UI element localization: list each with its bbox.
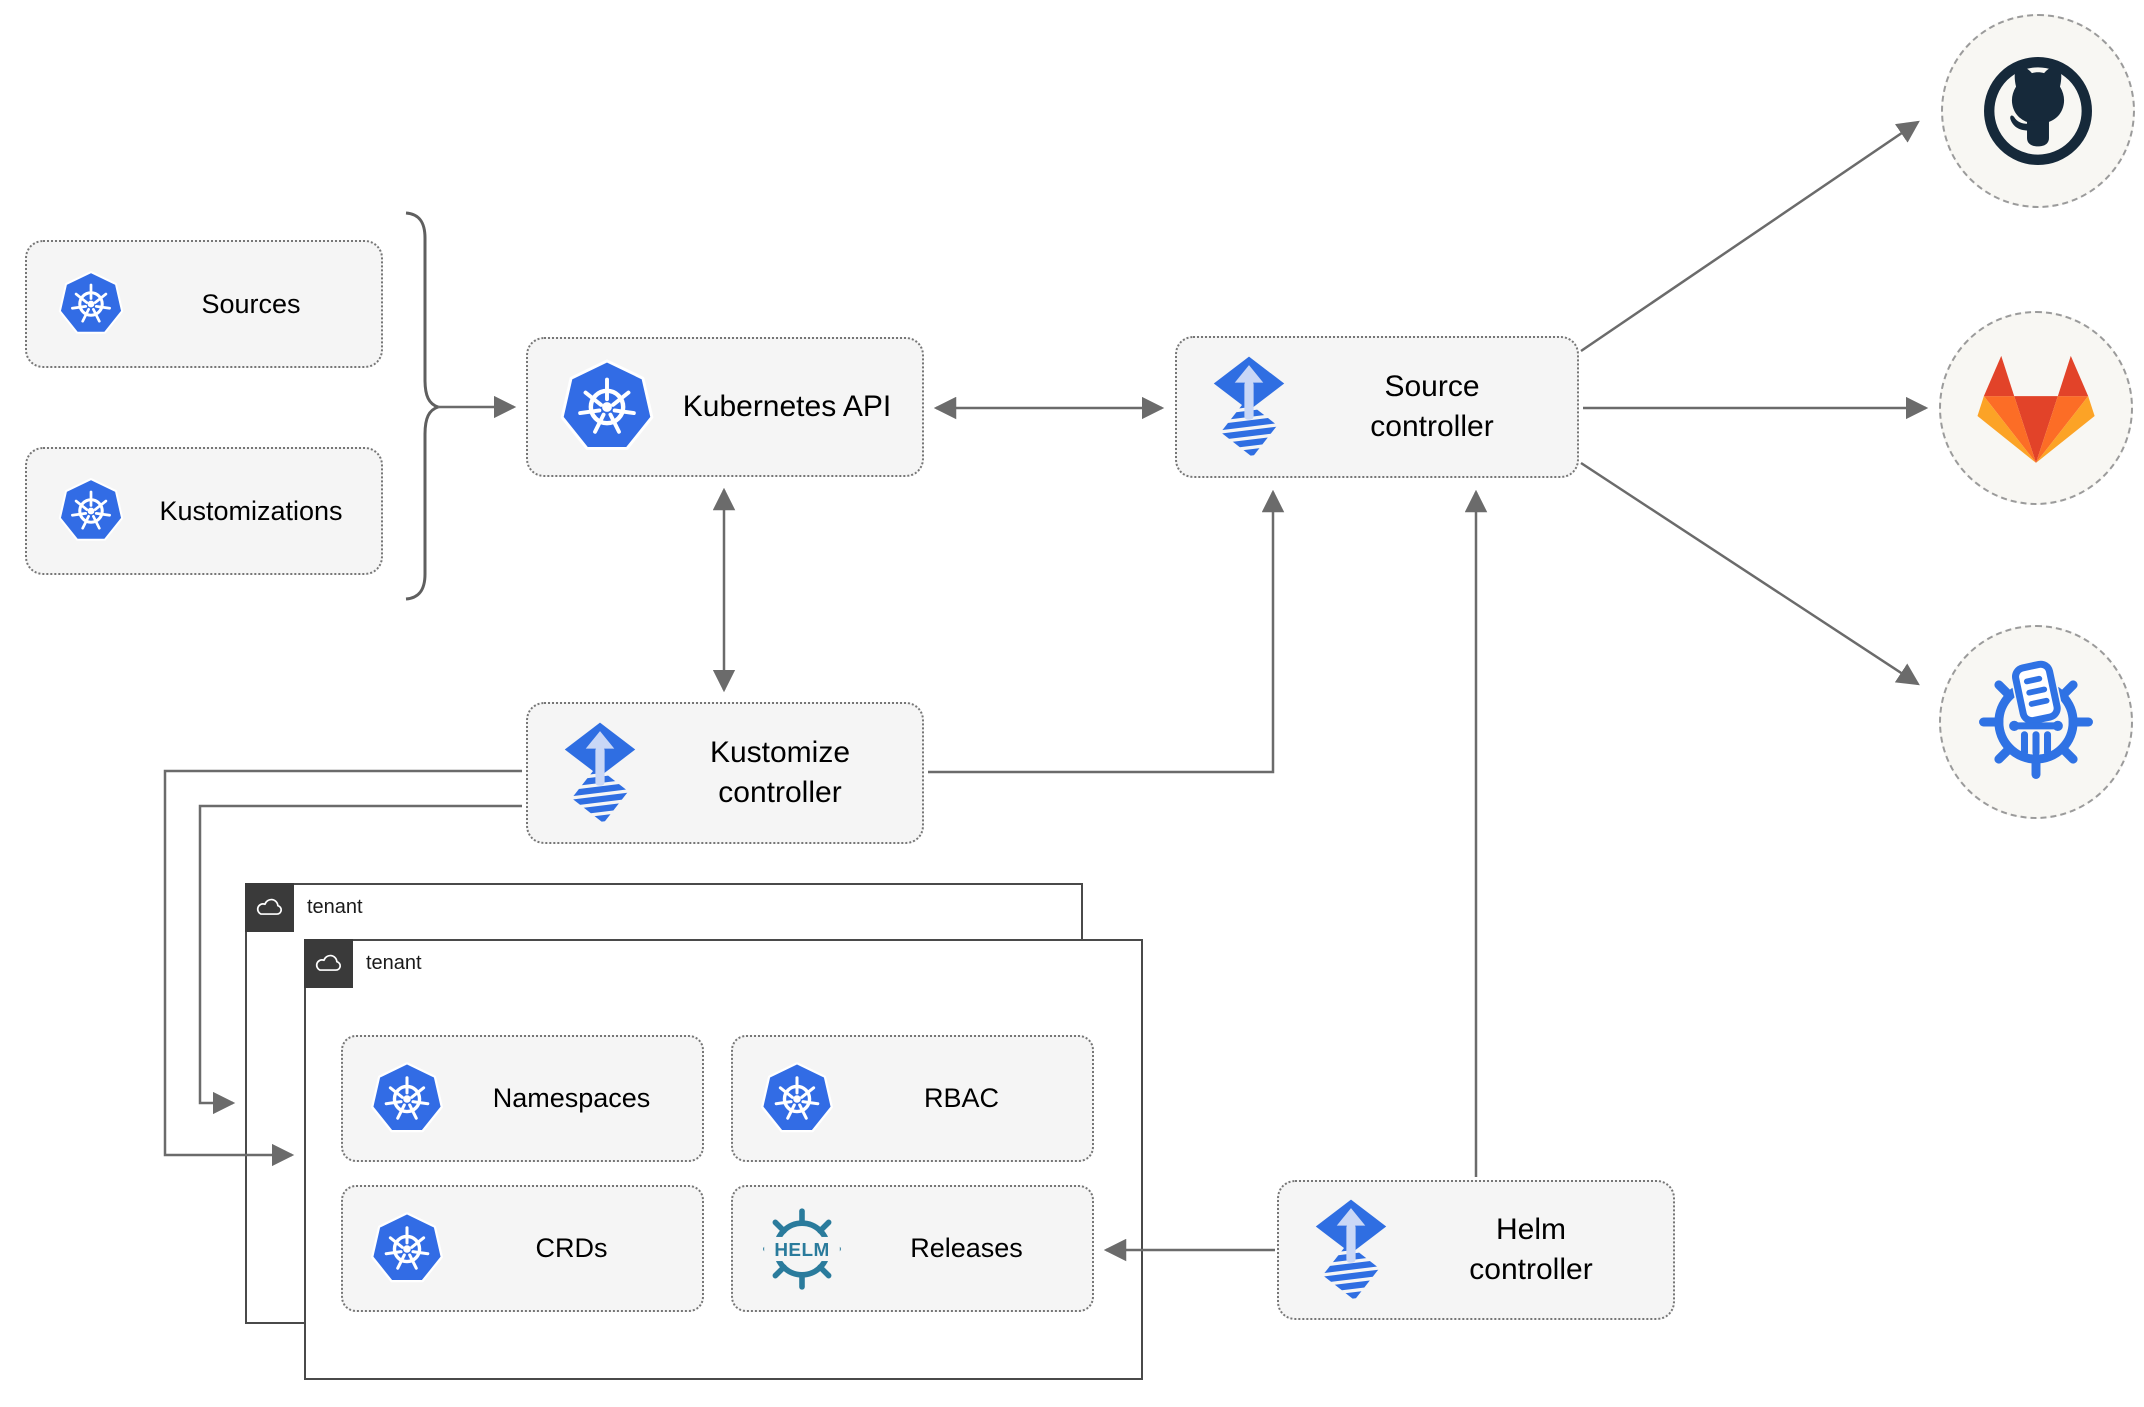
sources-label: Sources bbox=[201, 288, 301, 319]
tenant-label: tenant bbox=[307, 896, 363, 918]
helm-controller-node: Helm controller bbox=[1277, 1180, 1675, 1320]
kubernetes-api-node: Kubernetes API bbox=[526, 337, 924, 477]
kubernetes-icon bbox=[57, 477, 125, 545]
releases-node: HELM Releases bbox=[731, 1185, 1094, 1312]
flux-icon bbox=[1207, 355, 1291, 459]
helm-logo-text: HELM bbox=[774, 1239, 829, 1260]
tenant-box-front: tenant Namespaces RBAC CRDs bbox=[303, 938, 1143, 1380]
kubernetes-icon bbox=[369, 1211, 445, 1287]
helm-icon: HELM bbox=[759, 1206, 845, 1292]
sources-node: Sources bbox=[25, 240, 383, 368]
github-icon bbox=[1977, 50, 2099, 172]
source-controller-node: Source controller bbox=[1175, 336, 1579, 478]
kubernetes-icon bbox=[558, 358, 656, 456]
kubernetes-icon bbox=[57, 270, 125, 338]
kubernetes-icon bbox=[759, 1061, 835, 1137]
gitlab-source-circle bbox=[1939, 311, 2133, 505]
chartmuseum-source-circle bbox=[1939, 625, 2133, 819]
kustomize-controller-label: Kustomize controller bbox=[709, 735, 851, 810]
cloud-icon bbox=[303, 938, 353, 988]
brace-sources-group bbox=[405, 211, 443, 601]
arrow-source-to-chartmuseum bbox=[1580, 461, 1920, 686]
kubernetes-icon bbox=[369, 1061, 445, 1137]
releases-label: Releases bbox=[910, 1233, 1023, 1264]
source-controller-label: Source controller bbox=[1370, 369, 1494, 444]
namespaces-node: Namespaces bbox=[341, 1035, 704, 1162]
crds-label: CRDs bbox=[535, 1233, 608, 1264]
cloud-icon bbox=[244, 882, 294, 932]
rbac-label: RBAC bbox=[923, 1083, 999, 1114]
crds-node: CRDs bbox=[341, 1185, 704, 1312]
tenant-label: tenant bbox=[366, 952, 422, 974]
namespaces-label: Namespaces bbox=[492, 1083, 651, 1114]
flux-icon bbox=[558, 721, 642, 825]
arrow-source-to-github bbox=[1580, 120, 1920, 353]
flux-icon bbox=[1309, 1198, 1393, 1302]
kubernetes-api-label: Kubernetes API bbox=[682, 389, 892, 423]
gitlab-icon bbox=[1977, 354, 2095, 463]
kustomizations-label: Kustomizations bbox=[159, 495, 343, 526]
helm-controller-label: Helm controller bbox=[1469, 1212, 1593, 1287]
arrow-kustomize-to-source bbox=[928, 489, 1285, 774]
chartmuseum-icon bbox=[1972, 658, 2100, 786]
kustomizations-node: Kustomizations bbox=[25, 447, 383, 575]
rbac-node: RBAC bbox=[731, 1035, 1094, 1162]
github-source-circle bbox=[1941, 14, 2135, 208]
kustomize-controller-node: Kustomize controller bbox=[526, 702, 924, 844]
